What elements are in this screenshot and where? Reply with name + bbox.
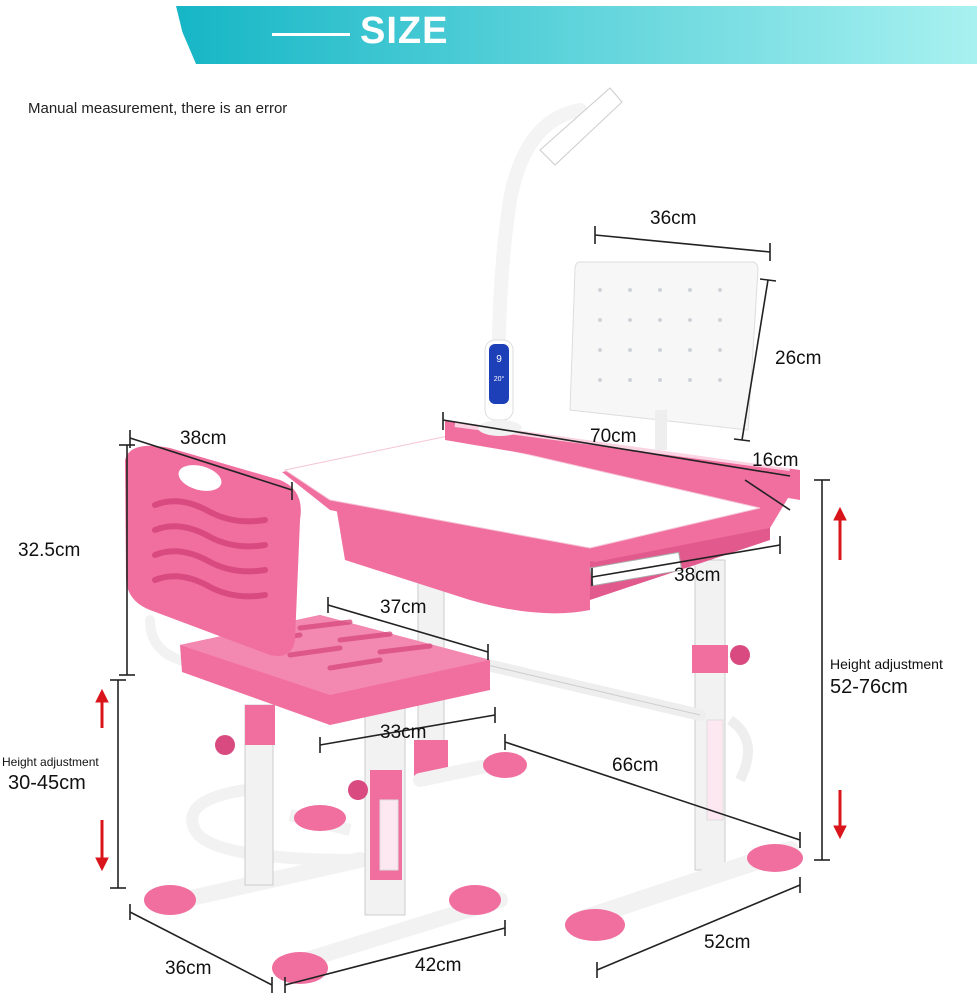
height-adjust-arrows [95, 506, 847, 872]
label-shelf-depth: 16cm [752, 450, 799, 471]
label-desk-height-title: Height adjustment [830, 656, 943, 672]
desk-shelf [445, 420, 800, 500]
lamp-display-temp: 20° [494, 375, 505, 383]
label-bookstand-width: 36cm [650, 208, 697, 229]
desk-right-leg [692, 559, 750, 871]
label-chair-height-range: 30-45cm [8, 772, 86, 794]
banner-line [272, 33, 350, 36]
label-chair-back-height: 32.5cm [18, 540, 81, 561]
label-chair-height-title: Height adjustment [2, 755, 99, 769]
measurement-note: Manual measurement, there is an error [28, 100, 288, 117]
label-desk-width: 70cm [590, 426, 637, 447]
desk-back-foot [413, 752, 527, 787]
label-chair-base-width: 42cm [415, 955, 462, 976]
label-seat-width: 33cm [380, 722, 427, 743]
banner-title: SIZE [360, 10, 449, 52]
chair-footrest [186, 784, 361, 866]
label-desk-depth: 66cm [612, 755, 659, 776]
desk-top-surface [283, 435, 761, 549]
desk-lamp: 9 20° [478, 87, 623, 436]
label-drawer-width: 38cm [674, 565, 721, 586]
book-stand [569, 261, 759, 450]
label-desk-base-width: 52cm [704, 932, 751, 953]
label-bookstand-height: 26cm [775, 348, 822, 369]
desk-front-foot [565, 841, 803, 941]
chair-backrest [125, 445, 301, 656]
lamp-display-number: 9 [496, 354, 502, 365]
dimension-lines [110, 226, 830, 993]
desk-footrest [726, 715, 753, 783]
label-desk-height-range: 52-76cm [830, 676, 908, 698]
label-chair-base-depth: 36cm [165, 958, 212, 979]
label-chair-back-width: 38cm [180, 428, 227, 449]
label-seat-depth: 37cm [380, 597, 427, 618]
